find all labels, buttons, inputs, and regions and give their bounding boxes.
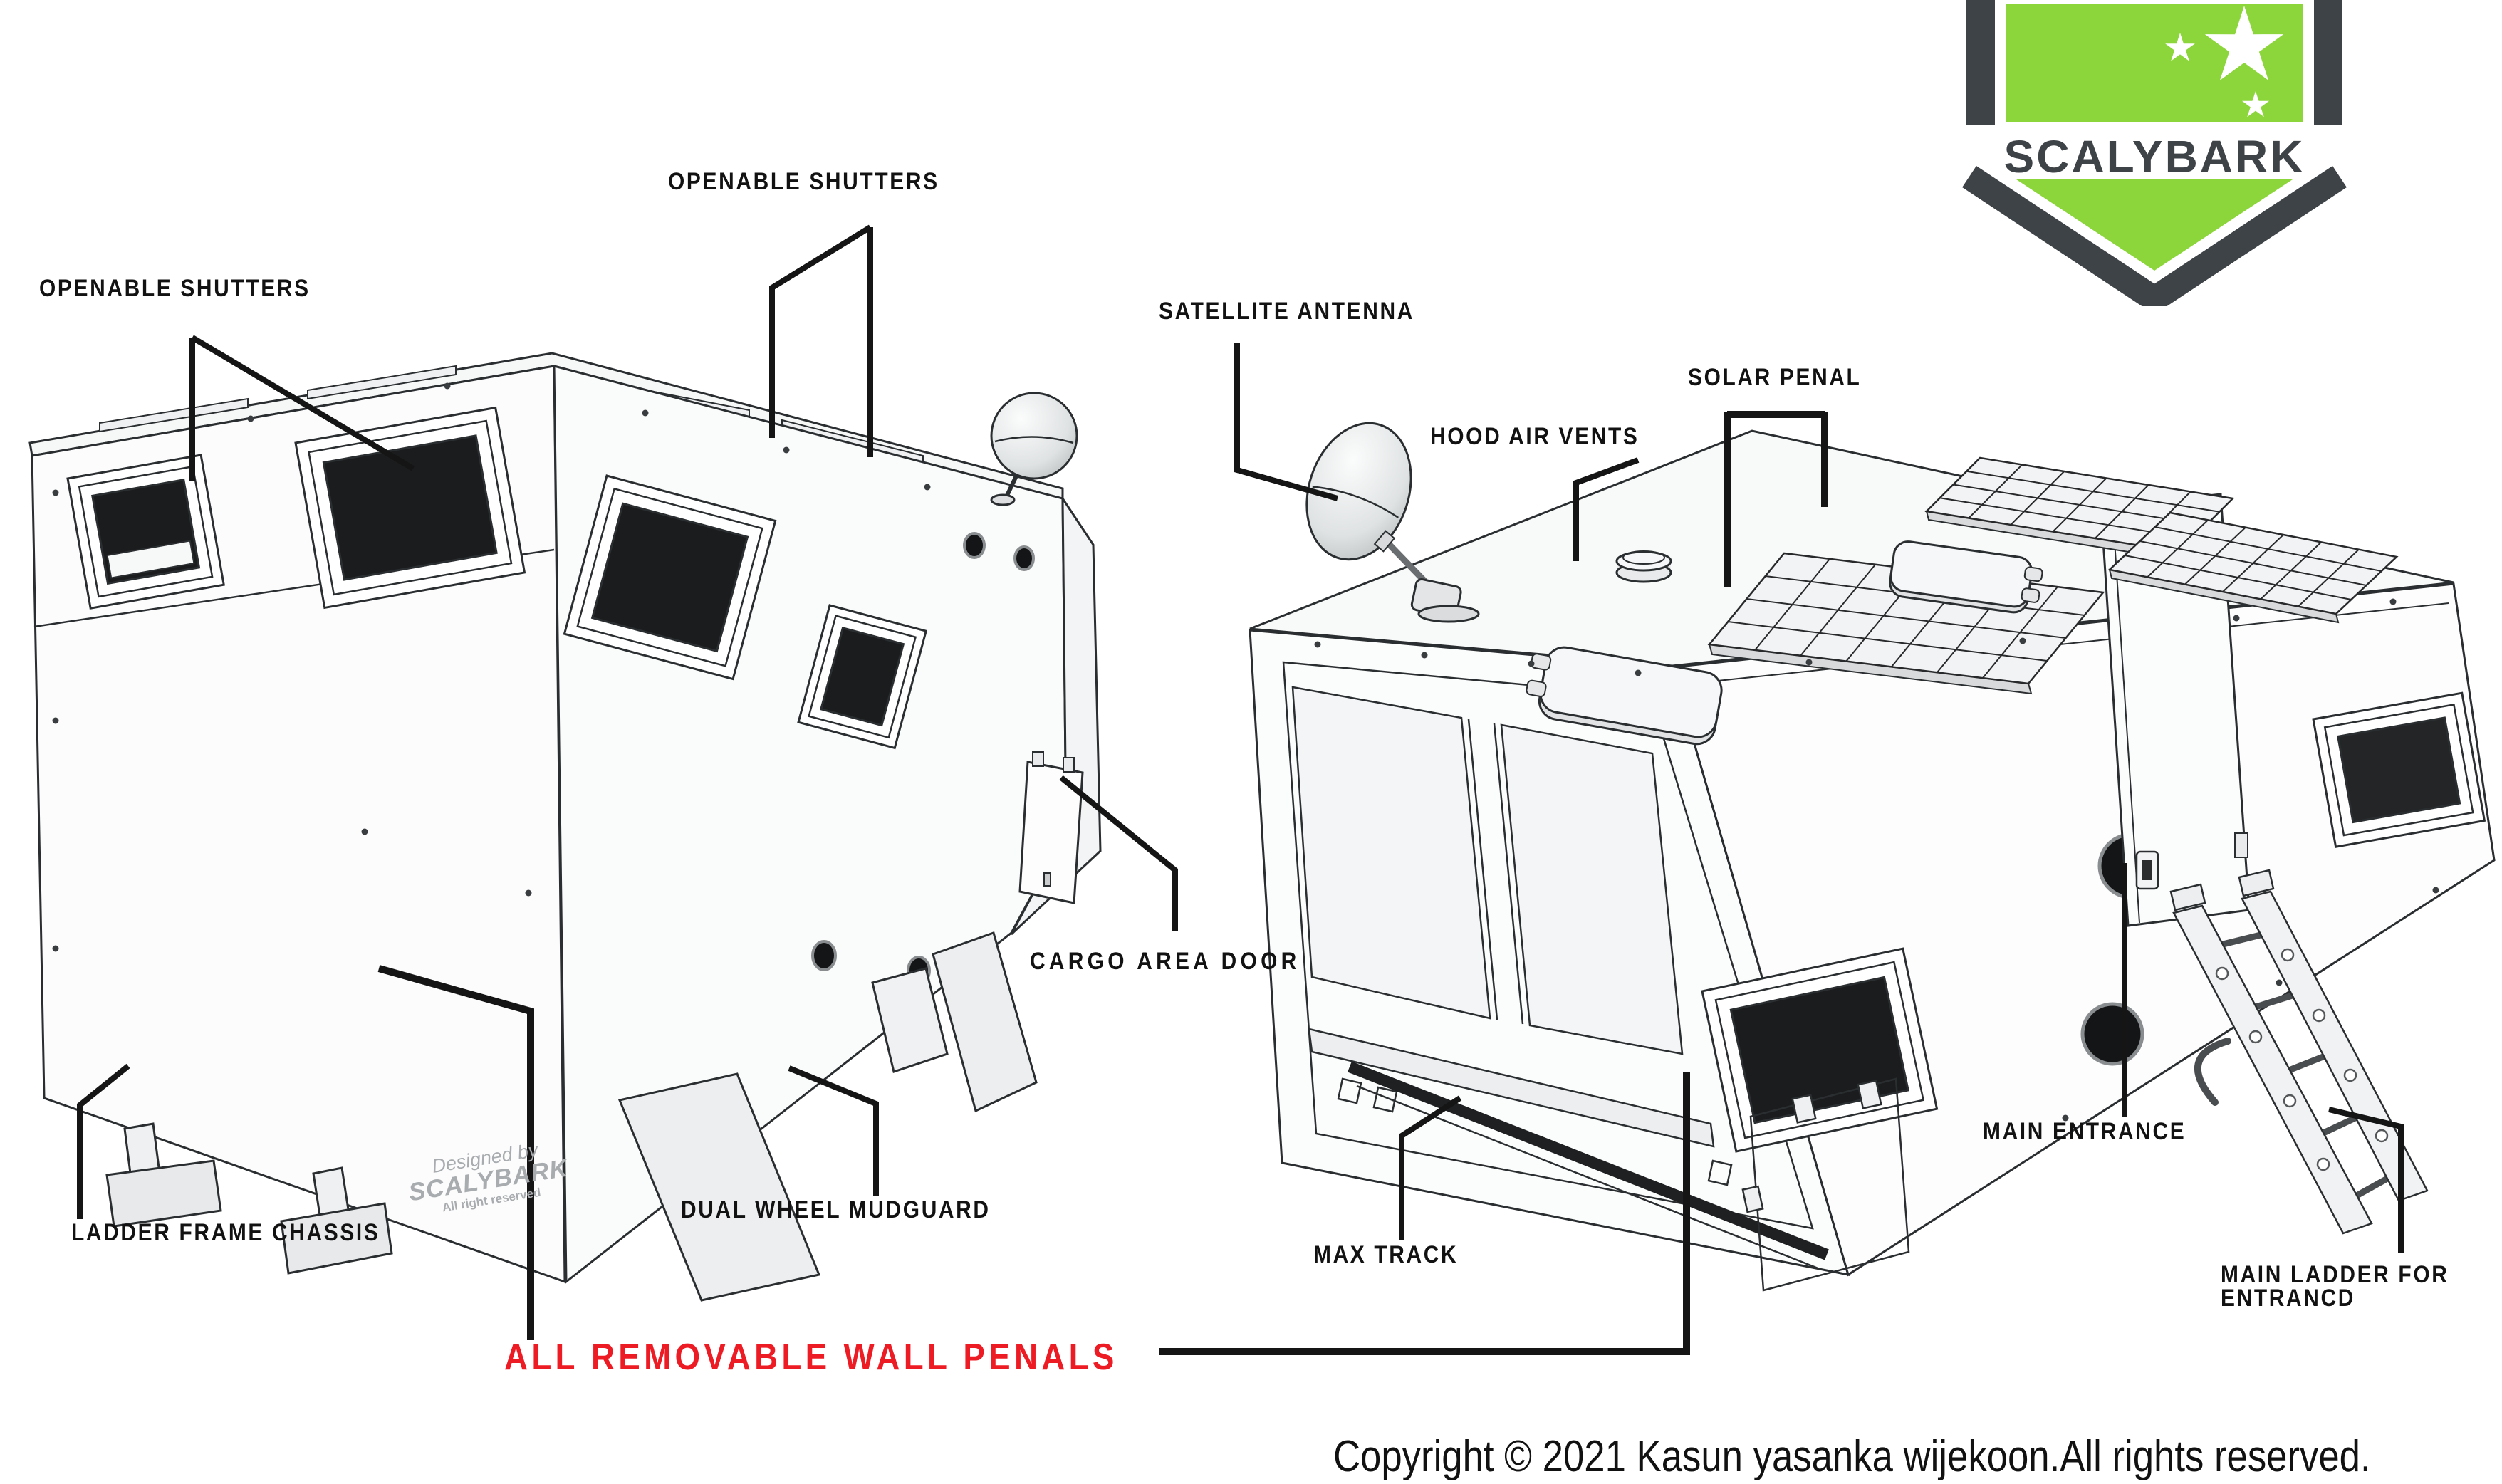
shutter-window-3 xyxy=(563,474,777,681)
porthole xyxy=(963,532,986,559)
mudguard xyxy=(617,1072,821,1302)
star-icon xyxy=(2204,6,2284,80)
porthole xyxy=(2080,1002,2144,1066)
label-openable-shutters-left: OPENABLE SHUTTERS xyxy=(39,275,311,302)
logo-brand-text: SCALYBARK xyxy=(2004,131,2305,182)
label-dual-wheel-mudguard: DUAL WHEEL MUDGUARD xyxy=(681,1196,991,1223)
bolts xyxy=(1314,598,2439,1122)
label-ladder-frame-chassis: LADDER FRAME CHASSIS xyxy=(71,1219,380,1246)
left-vehicle xyxy=(28,352,1102,1302)
cargo-door xyxy=(1018,751,1084,904)
porthole xyxy=(1013,545,1035,571)
label-main-ladder-for-entrance: MAIN LADDER FOR ENTRANCD xyxy=(2221,1263,2449,1311)
star-icon xyxy=(2242,91,2269,117)
side-window-6 xyxy=(2312,691,2486,848)
label-main-entrance: MAIN ENTRANCE xyxy=(1983,1118,2186,1145)
star-icon xyxy=(2165,33,2195,61)
label-all-removable-wall-penals: ALL REMOVABLE WALL PENALS xyxy=(504,1337,1118,1378)
mudguard xyxy=(932,931,1038,1113)
shutter-window-2 xyxy=(294,406,526,610)
label-line: ENTRANCD xyxy=(2221,1285,2356,1312)
label-hood-air-vents: HOOD AIR VENTS xyxy=(1430,423,1640,450)
scalybark-logo: SCALYBARK xyxy=(1941,0,2368,306)
wheel-bracket xyxy=(871,967,949,1073)
label-solar-penal: SOLAR PENAL xyxy=(1688,364,1862,391)
vent-cap xyxy=(1615,550,1672,583)
label-max-track: MAX TRACK xyxy=(1313,1241,1459,1268)
label-cargo-area-door: CARGO AREA DOOR xyxy=(1030,948,1300,975)
label-line: MAIN LADDER FOR xyxy=(2221,1261,2449,1288)
satellite-dish-small-icon xyxy=(990,392,1078,506)
chassis-foot xyxy=(105,1122,222,1228)
copyright-text: Copyright © 2021 Kasun yasanka wijekoon.… xyxy=(1333,1432,2371,1481)
shutter-window-4 xyxy=(797,604,928,750)
hood-air-vent xyxy=(1889,540,2043,614)
right-vehicle xyxy=(1250,409,2494,1292)
shutter-window-1 xyxy=(66,454,225,610)
hood-air-vent xyxy=(1526,646,1723,746)
porthole xyxy=(811,940,837,971)
label-satellite-antenna: SATELLITE ANTENNA xyxy=(1159,298,1415,325)
max-track-strip xyxy=(1348,1061,1829,1260)
bolts xyxy=(52,382,931,952)
access-panel xyxy=(1741,1077,1910,1292)
leader-lines xyxy=(77,224,2404,1355)
label-openable-shutters-top: OPENABLE SHUTTERS xyxy=(668,168,939,195)
chassis-foot xyxy=(280,1166,393,1275)
satellite-dish-icon xyxy=(1305,422,1480,623)
scalybark-shield-icon: SCALYBARK xyxy=(1962,0,2347,306)
solar-panel xyxy=(2110,513,2397,622)
